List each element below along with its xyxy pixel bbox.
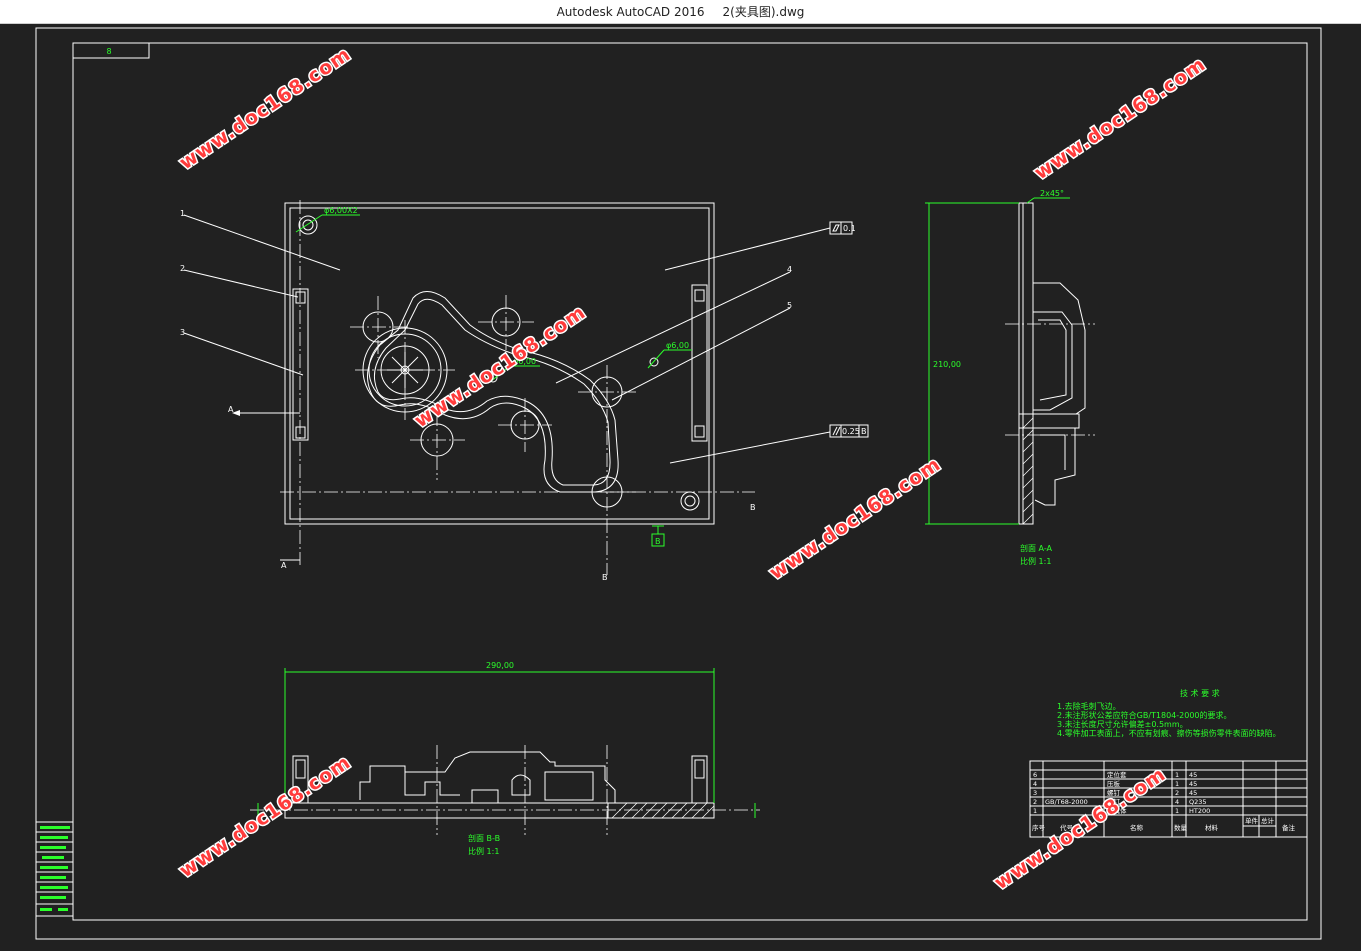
view-bb-scale: 比例 1:1: [468, 846, 499, 856]
tech-req-line-2: 2.未注形状公差应符合GB/T1804-2000的要求。: [1057, 710, 1232, 720]
bom-r2-c5: 1: [1175, 780, 1179, 788]
bom-header-remark: 备注: [1282, 823, 1296, 832]
window-title-bar: Autodesk AutoCAD 2016 2(夹具图).dwg: [0, 0, 1361, 24]
section-a-bottom-label: A: [281, 561, 287, 570]
bom-table: [1029, 760, 1308, 838]
bom-r5-c3: 夹具体: [1107, 806, 1127, 815]
cad-drawing[interactable]: 8: [0, 24, 1361, 947]
bom-header-unit: 单件: [1245, 816, 1259, 825]
dim-hole-1: φ6,00: [513, 357, 536, 366]
section-b-bottom-label: B: [602, 573, 608, 582]
bom-r4-c7: Q235: [1189, 798, 1207, 806]
bom-r1-c1: 6: [1033, 771, 1037, 779]
dim-width: 290,00: [486, 661, 514, 670]
bom-r4-c1: 2: [1033, 798, 1037, 806]
top-left-box-text: 8: [106, 47, 111, 56]
dim-hole-x2: φ6,00X2: [324, 206, 358, 215]
svg-text:B: B: [861, 427, 867, 436]
tech-req-line-3: 3.未注长度尺寸允许偏差±0.5mm。: [1057, 719, 1188, 729]
watermark-2: www.doc168.com: [1030, 53, 1209, 184]
top-left-box: [72, 42, 150, 59]
bom-r2-c7: 45: [1189, 780, 1197, 788]
watermark-3: www.doc168.com: [410, 301, 589, 432]
bom-r2-c1: 4: [1033, 780, 1037, 788]
watermarks: www.doc168.com www.doc168.com www.doc168…: [174, 42, 1211, 896]
sheet-outer-border: [35, 27, 1322, 940]
bom-header-name: 名称: [1130, 823, 1144, 832]
bom-r5-c7: HT200: [1189, 807, 1210, 815]
app-title: Autodesk AutoCAD 2016: [556, 4, 705, 19]
bom-r5-c5: 1: [1175, 807, 1179, 815]
dim-hole-2: φ6,00: [666, 341, 689, 350]
view-aa-scale: 比例 1:1: [1020, 556, 1051, 566]
balloon-1: 1: [180, 209, 185, 218]
bom-r5-c1: 1: [1033, 807, 1037, 815]
bom-header-total: 总计: [1261, 816, 1275, 825]
section-a-top-label: A: [228, 405, 234, 414]
left-revision-block: [35, 821, 74, 917]
svg-text:0.25: 0.25: [842, 427, 860, 436]
tech-req-line-4: 4.零件加工表面上，不应有划痕、擦伤等损伤零件表面的缺陷。: [1057, 728, 1281, 738]
drawing-canvas[interactable]: 8: [0, 24, 1361, 947]
svg-text:0.1: 0.1: [843, 224, 856, 233]
watermark-1: www.doc168.com: [175, 43, 354, 174]
bom-r3-c7: 45: [1189, 789, 1197, 797]
file-name: 2(夹具图).dwg: [722, 5, 805, 19]
parallel-frame: 0.25 B: [829, 424, 869, 438]
flatness-frame: 0.1: [829, 221, 856, 235]
view-bb-name: 剖面 B-B: [468, 833, 500, 843]
side-view-aa: [1005, 202, 1095, 525]
watermark-4: www.doc168.com: [765, 453, 944, 584]
dim-height: 210,00: [933, 360, 961, 369]
top-view: A A B B: [183, 200, 831, 582]
sheet-inner-border: [72, 42, 1308, 921]
bom-header-qty: 数量: [1174, 823, 1188, 832]
balloon-4: 4: [787, 265, 792, 274]
bom-r2-c3: 压板: [1107, 779, 1121, 788]
bom-header-code: 代号: [1060, 823, 1074, 832]
bom-r3-c5: 2: [1175, 789, 1179, 797]
balloon-5: 5: [787, 301, 792, 310]
section-b-right-label: B: [750, 503, 756, 512]
bom-r4-c5: 4: [1175, 798, 1179, 806]
svg-text:B: B: [655, 537, 661, 546]
datum-b: B: [651, 525, 665, 547]
bom-r1-c5: 1: [1175, 771, 1179, 779]
balloon-3: 3: [180, 328, 185, 337]
tech-req-line-1: 1.去除毛刺飞边。: [1057, 701, 1121, 711]
bom-r4-c2: GB/T68-2000: [1045, 798, 1088, 806]
bom-header-material: 材料: [1205, 823, 1219, 832]
bom-r4-c3: 螺钉: [1107, 797, 1121, 806]
view-aa-name: 剖面 A-A: [1020, 543, 1053, 553]
bom-r3-c1: 3: [1033, 789, 1037, 797]
balloon-2: 2: [180, 264, 185, 273]
dim-chamfer: 2x45°: [1040, 189, 1064, 198]
bom-r1-c7: 45: [1189, 771, 1197, 779]
front-view-bb: [250, 745, 760, 835]
bom-r1-c3: 定位套: [1107, 770, 1127, 779]
tech-req-title: 技 术 要 求: [1180, 688, 1220, 698]
watermark-5: www.doc168.com: [175, 751, 354, 882]
bom-header-no: 序号: [1032, 823, 1046, 832]
bom-r3-c3: 螺钉: [1107, 788, 1121, 797]
